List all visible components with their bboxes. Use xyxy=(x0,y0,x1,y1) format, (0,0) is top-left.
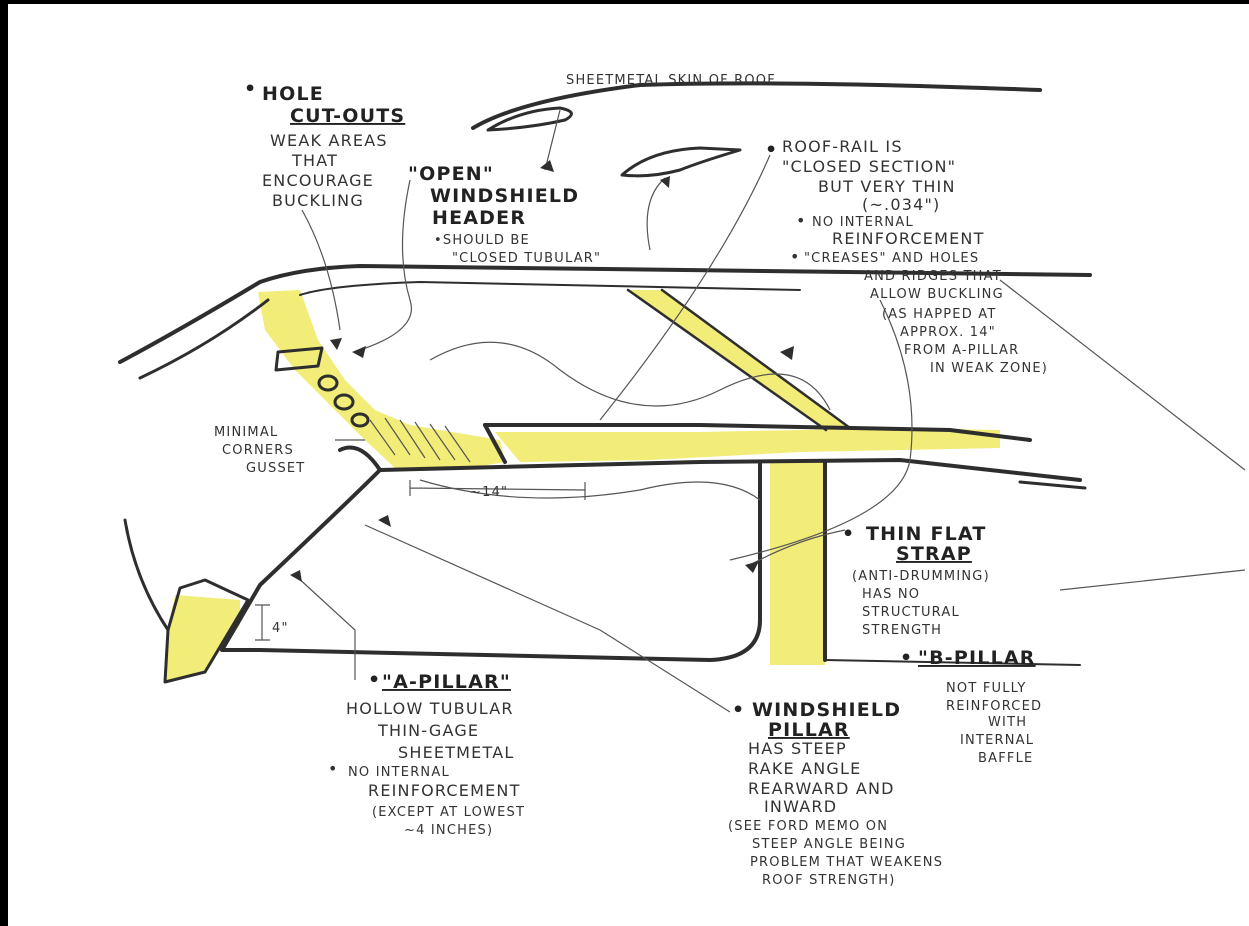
hole-cutouts-title-1: HOLE xyxy=(262,83,324,105)
roof-rail-line-2: "CLOSED SECTION" xyxy=(782,157,956,176)
leader-roof-skin xyxy=(545,110,560,170)
roof-rail-bullet-2-line-6: FROM A-PILLAR xyxy=(904,343,1019,358)
b-pillar-line-4: INTERNAL xyxy=(960,733,1034,748)
roof-rail-section xyxy=(622,148,740,176)
roof-rail-bullet-1-line-1: NO INTERNAL xyxy=(812,215,914,230)
a-pillar-bullet-line-4: ~4 INCHES) xyxy=(404,823,493,838)
b-pillar-line-2: REINFORCED xyxy=(946,699,1042,714)
roof-rail-bullet-2-line-2: AND RIDGES THAT xyxy=(864,269,1002,284)
strap-highlight xyxy=(628,290,850,430)
windshield-pillar-title-1: WINDSHIELD xyxy=(752,699,901,721)
gusset-line-2: CORNERS xyxy=(222,443,294,458)
windshield-pillar-title-2: PILLAR xyxy=(768,719,850,741)
gusset-line-1: MINIMAL xyxy=(214,425,278,440)
roof-rail-bullet-2-line-7: IN WEAK ZONE) xyxy=(930,361,1048,376)
hole-cutouts-line-2: THAT xyxy=(291,151,338,170)
windshield-header-outline xyxy=(300,282,800,295)
window-outline xyxy=(125,520,168,630)
a-pillar-line-1: HOLLOW TUBULAR xyxy=(346,699,514,718)
windshield-header-note-2: "CLOSED TUBULAR" xyxy=(452,251,601,266)
roof-rail-bullet-2-line-5: APPROX. 14" xyxy=(900,325,996,340)
leader-rail-section xyxy=(647,178,665,250)
windshield-pillar-bullet: • xyxy=(732,699,745,721)
thin-lines xyxy=(255,110,1245,712)
windshield-pillar-memo-4: ROOF STRENGTH) xyxy=(762,873,895,888)
roof-rail-line-3: BUT VERY THIN xyxy=(818,177,956,196)
a-pillar-bullet-line-3: (EXCEPT AT LOWEST xyxy=(372,805,525,820)
hole-cutouts-line-4: BUCKLING xyxy=(272,191,364,210)
windshield-header-title-2: WINDSHIELD xyxy=(430,185,579,207)
strap-line-2-label: HAS NO xyxy=(862,587,920,602)
hole-cutouts-bullet: • xyxy=(244,78,257,100)
b-pillar-line-5: BAFFLE xyxy=(978,751,1033,766)
b-pillar-line-3: WITH xyxy=(988,715,1027,730)
arrow-creases xyxy=(780,346,794,360)
sketch-guide-3 xyxy=(1000,280,1245,590)
strap-bullet: • xyxy=(842,523,855,545)
arrowheads xyxy=(290,160,794,582)
a-pillar-top-highlight xyxy=(258,290,505,468)
labels-layer: SHEETMETAL SKIN OF ROOF • HOLE CUT-OUTS … xyxy=(214,73,1048,888)
arrow-strap xyxy=(745,561,759,573)
arrow-header xyxy=(352,346,366,358)
a-pillar-bullet: • xyxy=(368,669,381,691)
windshield-header-title-1: "OPEN" xyxy=(408,163,494,185)
roof-rail-highlight xyxy=(495,428,1000,462)
roof-rail-bullet-1-line-2: REINFORCEMENT xyxy=(832,229,985,248)
b-pillar-highlight xyxy=(770,462,825,665)
roof-rail-line-4: (~.034") xyxy=(862,195,940,214)
gusset-line-3: GUSSET xyxy=(246,461,305,476)
a-pillar-bullet-line-1: NO INTERNAL xyxy=(348,765,450,780)
leader-a-pillar xyxy=(295,575,355,680)
windshield-pillar-memo-1: (SEE FORD MEMO ON xyxy=(728,819,888,834)
strap-title-2: STRAP xyxy=(896,543,972,565)
roof-rail-bullet-2-line-4: (AS HAPPED AT xyxy=(882,307,996,322)
b-pillar-bullet: • xyxy=(900,647,913,669)
a-pillar-title: "A-PILLAR" xyxy=(382,671,511,693)
a-pillar-bullet-2: • xyxy=(328,759,339,778)
dimension-4-label: 4" xyxy=(272,621,289,636)
a-pillar-line-3: SHEETMETAL xyxy=(398,743,514,762)
a-pillar-line-2: THIN-GAGE xyxy=(377,721,479,740)
windshield-pillar-line-2: RAKE ANGLE xyxy=(748,759,861,778)
b-pillar-title: "B-PILLAR xyxy=(918,647,1036,669)
strap-line-1 xyxy=(628,290,826,430)
roof-skin-label: SHEETMETAL SKIN OF ROOF xyxy=(566,73,776,88)
strap-title-1: THIN FLAT xyxy=(866,523,987,545)
roof-rail-bullet-2-line-3: ALLOW BUCKLING xyxy=(870,287,1004,302)
windshield-header-title-3: HEADER xyxy=(432,207,526,229)
arrow-wp xyxy=(378,515,391,527)
a-pillar-bullet-line-2: REINFORCEMENT xyxy=(368,781,521,800)
roof-rail-line-1: ROOF-RAIL IS xyxy=(782,137,903,156)
windshield-pillar-line-4: INWARD xyxy=(764,797,837,816)
header-bottom-edge xyxy=(1020,482,1085,488)
dimension-14-label: ~14" xyxy=(470,485,508,500)
strap-line-3-label: STRUCTURAL xyxy=(862,605,960,620)
windshield-pillar-line-3: REARWARD AND xyxy=(748,779,895,798)
strap-line-1-label: (ANTI-DRUMMING) xyxy=(852,569,990,584)
roof-rail-bullet-2-dot: • xyxy=(790,247,801,266)
windshield-pillar-line-1: HAS STEEP xyxy=(748,739,847,758)
windshield-header-note-1: •SHOULD BE xyxy=(434,233,530,248)
hole-cutouts-title-2: CUT-OUTS xyxy=(290,105,405,127)
windshield-pillar-memo-3: PROBLEM THAT WEAKENS xyxy=(750,855,943,870)
roof-rail-bullet-2-line-1: "CREASES" AND HOLES xyxy=(804,251,979,266)
arrow-hole xyxy=(330,338,342,350)
roof-rail-bullet-1-dot: • xyxy=(796,211,807,230)
dimension-4-line xyxy=(255,605,270,640)
windshield-pillar-memo-2: STEEP ANGLE BEING xyxy=(752,837,906,852)
hole-cutouts-line-3: ENCOURAGE xyxy=(262,171,374,190)
roof-skin-section xyxy=(488,108,571,130)
roof-rail-bullet: • xyxy=(765,139,778,161)
b-pillar-line-1: NOT FULLY xyxy=(946,681,1027,696)
arrow-a-pillar xyxy=(290,570,302,582)
hole-cutouts-line-1: WEAK AREAS xyxy=(270,131,388,150)
strap-line-4-label: STRENGTH xyxy=(862,623,942,638)
strap-line-2 xyxy=(662,290,850,428)
